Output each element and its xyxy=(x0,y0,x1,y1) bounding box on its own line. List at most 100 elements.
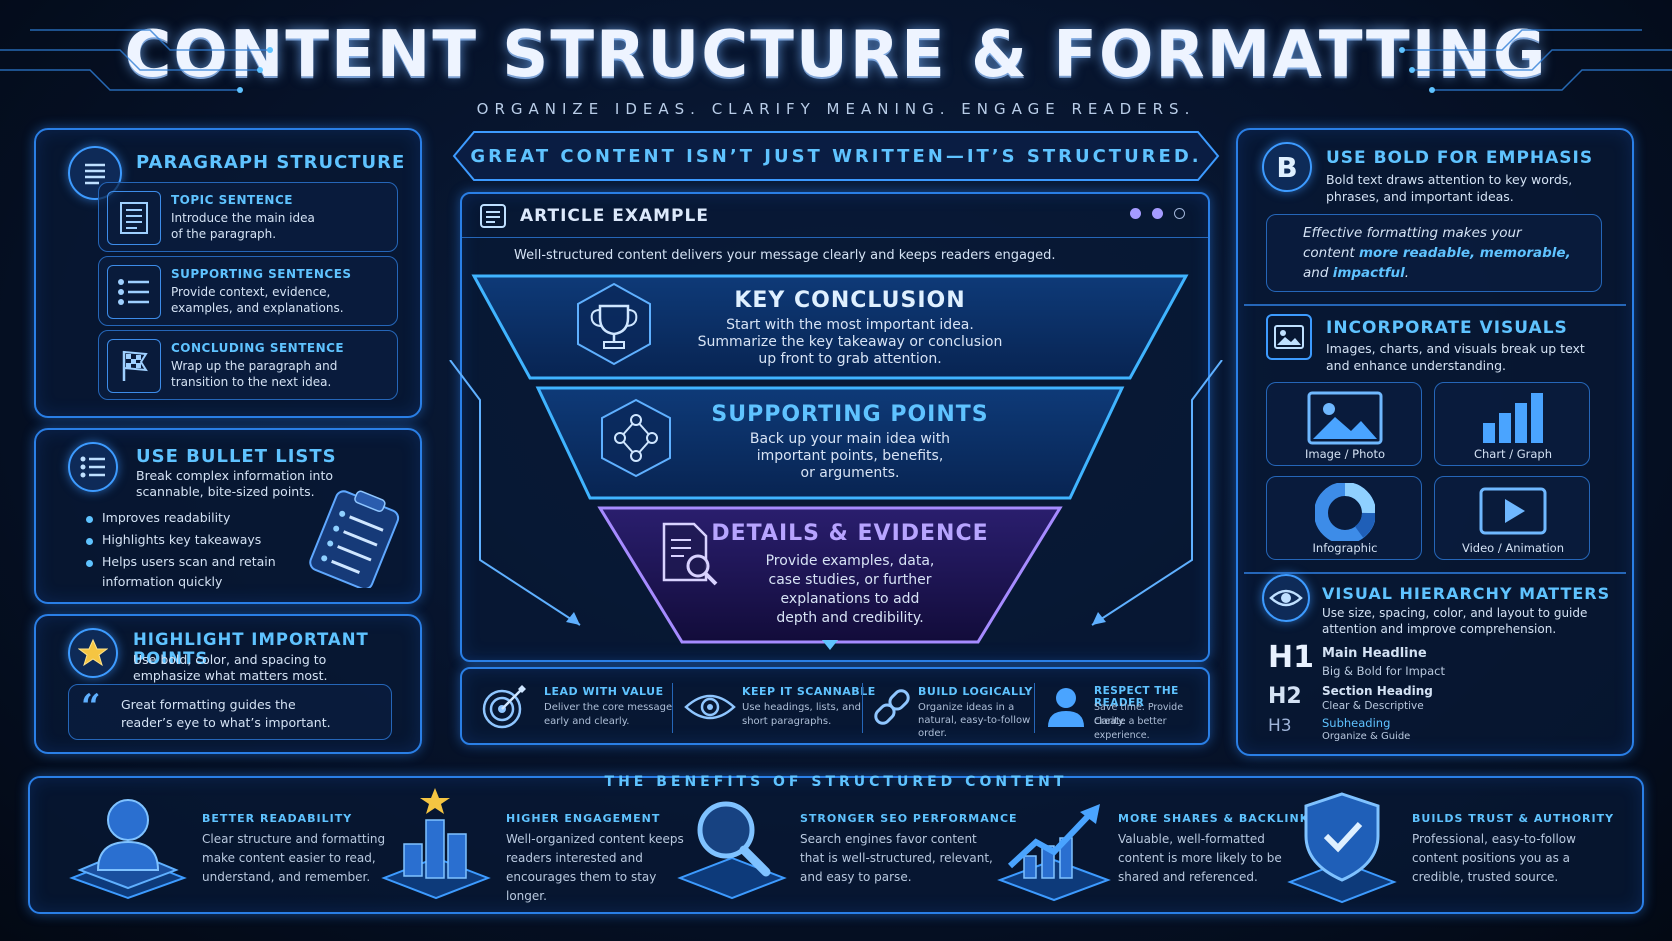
topic-sentence-card: TOPIC SENTENCE Introduce the main idea o… xyxy=(98,182,398,252)
image-frame-icon xyxy=(1266,314,1312,360)
visual-tile-label: Video / Animation xyxy=(1461,541,1565,555)
arrow-left-decoration xyxy=(449,360,581,626)
tip-divider xyxy=(1034,683,1035,733)
bullet-item-continuation: information quickly xyxy=(102,574,223,589)
window-dot[interactable] xyxy=(1174,208,1185,219)
topic-sentence-desc-2: of the paragraph. xyxy=(171,227,277,241)
benefit-line: encourages them to stay xyxy=(506,870,657,884)
visual-tile-video[interactable]: Video / Animation xyxy=(1434,476,1590,560)
benefit-line: Professional, easy-to-follow xyxy=(1412,832,1576,846)
bold-example-line-1: Effective formatting makes your xyxy=(1303,225,1522,241)
supporting-points-line: or arguments. xyxy=(800,465,900,481)
bold-example-line-2: content more readable, memorable, xyxy=(1303,245,1571,261)
visual-tile-label: Image / Photo xyxy=(1304,447,1385,461)
key-conclusion-title: KEY CONCLUSION xyxy=(734,288,966,313)
list-icon xyxy=(107,265,161,319)
article-title: ARTICLE EXAMPLE xyxy=(520,206,709,226)
benefit-line: Well-organized content keeps xyxy=(506,832,684,846)
article-icon xyxy=(480,204,506,228)
bold-example-emphasis: more readable, memorable, xyxy=(1358,245,1571,261)
benefit-title: STRONGER SEO PERFORMANCE xyxy=(800,812,1018,825)
bold-desc-1: Bold text draws attention to key words, xyxy=(1326,172,1573,187)
pie-chart-icon xyxy=(1315,483,1375,541)
tip-title: RESPECT THE READER xyxy=(1094,685,1179,709)
paragraph-icon xyxy=(68,146,122,200)
hierarchy-title: VISUAL HIERARCHY MATTERS xyxy=(1322,584,1611,603)
h1-name: Main Headline xyxy=(1322,646,1427,661)
h3-desc: Organize & Guide xyxy=(1322,731,1411,742)
bullet-lists-desc-2: scannable, bite-sized points. xyxy=(136,484,315,499)
benefit-line: credible, trusted source. xyxy=(1412,870,1559,884)
concluding-sentence-card: CONCLUDING SENTENCE Wrap up the paragrap… xyxy=(98,330,398,400)
benefit-line: longer. xyxy=(506,889,547,903)
funnel-tier-middle xyxy=(535,386,1125,500)
key-conclusion-block: KEY CONCLUSION Start with the most impor… xyxy=(640,288,1060,368)
section-divider xyxy=(1244,572,1626,574)
key-conclusion-line: Summarize the key takeaway or conclusion xyxy=(697,334,1003,350)
benefits-title: THE BENEFITS OF STRUCTURED CONTENT xyxy=(604,774,1068,790)
person-pedestal-icon xyxy=(69,799,187,900)
tip-desc: Use headings, lists, and xyxy=(742,702,861,713)
banner-frame xyxy=(452,131,1220,181)
supporting-sentences-desc-2: examples, and explanations. xyxy=(171,301,344,315)
bold-example-box: Effective formatting makes your content … xyxy=(1266,214,1602,292)
document-icon xyxy=(107,191,161,245)
window-dot[interactable] xyxy=(1130,208,1141,219)
benefit-line: and easy to parse. xyxy=(800,870,912,884)
quote-line-2: reader’s eye to what’s important. xyxy=(121,715,331,730)
details-evidence-line: depth and credibility. xyxy=(776,610,924,626)
supporting-points-line: Back up your main idea with xyxy=(749,431,951,447)
shield-pedestal-icon xyxy=(1287,792,1397,904)
h2-name: Section Heading xyxy=(1322,684,1433,698)
hierarchy-desc-2: attention and improve comprehension. xyxy=(1322,622,1557,636)
clipboard-icon xyxy=(309,490,400,588)
quote-box: “ Great formatting guides the reader’s e… xyxy=(68,684,392,740)
benefit-line: Valuable, well-formatted xyxy=(1118,832,1265,846)
visual-tile-label: Chart / Graph xyxy=(1473,447,1553,461)
arrow-right-decoration xyxy=(1091,360,1223,626)
tip-desc: short paragraphs. xyxy=(742,716,832,727)
visual-tile-image[interactable]: Image / Photo xyxy=(1266,382,1422,466)
tip-title: BUILD LOGICALLY xyxy=(918,685,1033,698)
window-dot[interactable] xyxy=(1152,208,1163,219)
magnifier-pedestal-icon xyxy=(677,801,787,900)
supporting-sentences-title: SUPPORTING SENTENCES xyxy=(171,267,352,281)
h1-desc: Big & Bold for Impact xyxy=(1322,664,1445,678)
bold-example-emphasis: impactful xyxy=(1332,265,1405,281)
bullet-dot xyxy=(86,516,93,523)
tip-desc: natural, easy-to-follow xyxy=(918,715,1031,726)
bold-example-line-3: and impactful. xyxy=(1303,265,1409,281)
bullet-item: Improves readability xyxy=(102,510,231,525)
tip-desc: order. xyxy=(918,728,947,739)
flag-icon xyxy=(107,339,161,393)
h2-tag: H2 xyxy=(1268,684,1302,709)
bullet-item: Helps users scan and retain xyxy=(102,554,276,569)
concluding-sentence-desc-1: Wrap up the paragraph and xyxy=(171,359,338,373)
quote-line-1: Great formatting guides the xyxy=(121,697,296,712)
details-evidence-block: DETAILS & EVIDENCE Provide examples, dat… xyxy=(710,521,990,628)
highlight-panel: HIGHLIGHT IMPORTANT POINTS Use bold, col… xyxy=(34,614,422,754)
bullet-list-icon xyxy=(68,442,118,492)
banner-text: GREAT CONTENT ISN’T JUST WRITTEN—IT’S ST… xyxy=(470,146,1202,167)
visual-tile-label: Infographic xyxy=(1312,541,1378,555)
bold-icon: B xyxy=(1262,142,1312,192)
highlight-desc-2: emphasize what matters most. xyxy=(133,668,328,683)
tip-desc: Save time. Provide clarity. xyxy=(1094,702,1184,727)
visuals-desc-2: and enhance understanding. xyxy=(1326,358,1506,373)
quote-icon: “ xyxy=(81,687,101,727)
visual-tile-infographic[interactable]: Infographic xyxy=(1266,476,1422,560)
tip-desc: Deliver the core message xyxy=(544,702,673,713)
benefit-line: that is well-structured, relevant, xyxy=(800,851,993,865)
benefit-line: content positions you as a xyxy=(1412,851,1570,865)
tip-title: KEEP IT SCANNABLE xyxy=(742,685,876,698)
target-icon xyxy=(482,685,526,729)
h2-desc: Clear & Descriptive xyxy=(1322,700,1424,712)
bold-example-plain: . xyxy=(1404,265,1410,281)
benefit-line: understand, and remember. xyxy=(202,870,371,884)
supporting-points-title: SUPPORTING POINTS xyxy=(711,402,989,427)
bar-star-pedestal-icon xyxy=(381,788,491,900)
funnel-graphic xyxy=(471,274,1189,650)
funnel-tier-bottom xyxy=(597,506,1063,644)
benefit-title: BETTER READABILITY xyxy=(202,812,353,825)
visual-tile-chart[interactable]: Chart / Graph xyxy=(1434,382,1590,466)
